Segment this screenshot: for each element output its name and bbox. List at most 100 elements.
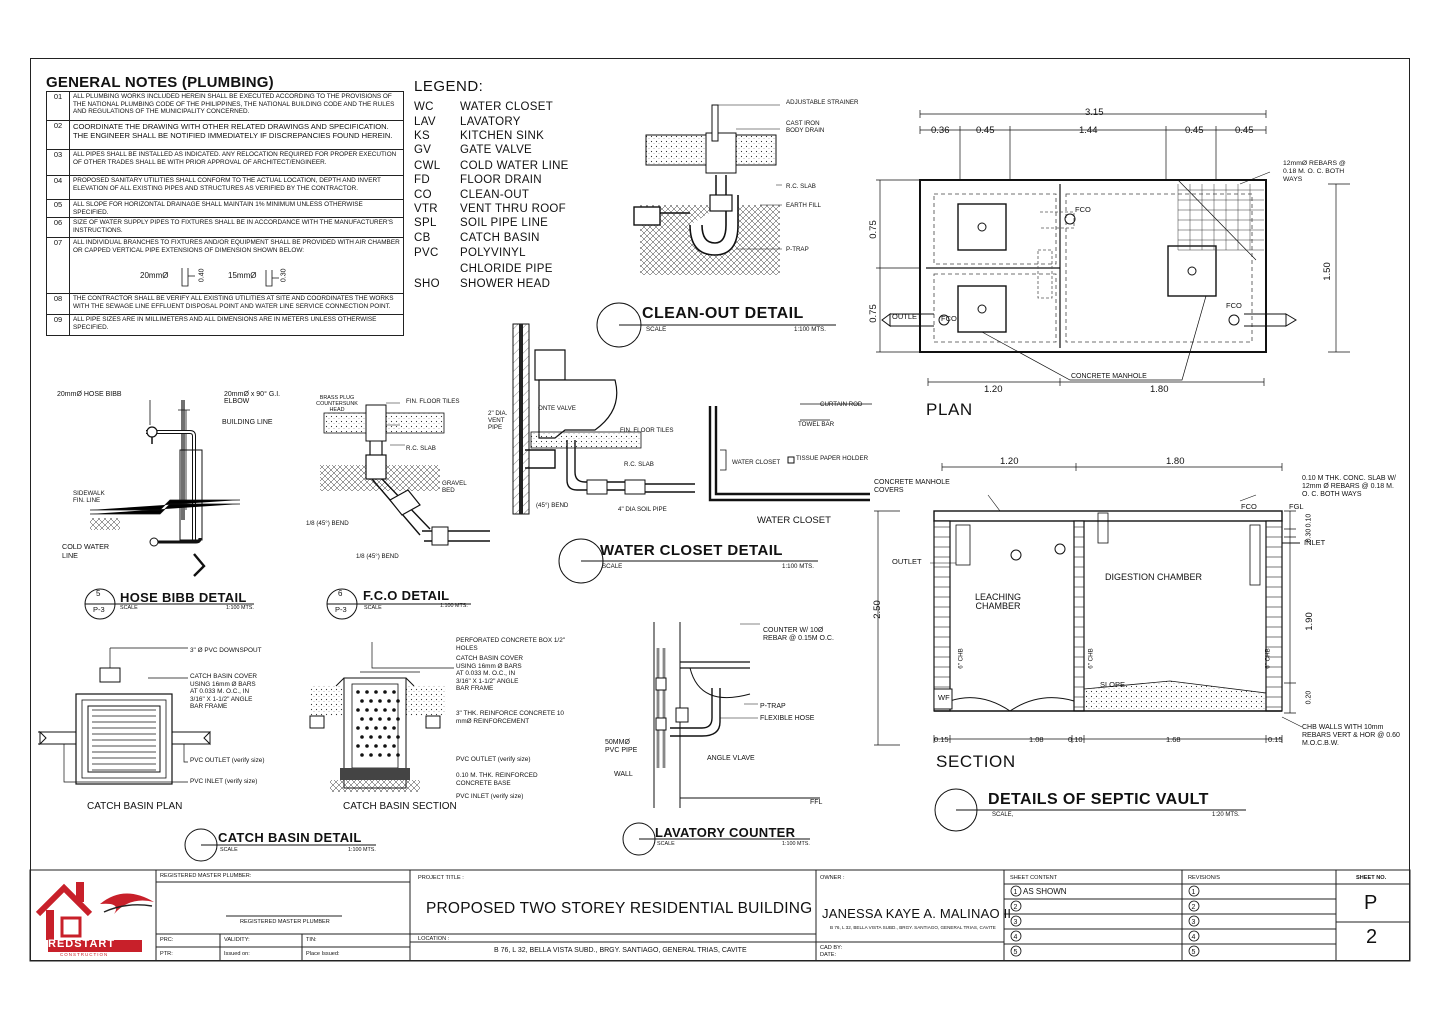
place-issued-label: Place Issued:: [306, 951, 340, 957]
svg-text:1: 1: [1014, 889, 1018, 896]
cleanout-scale: 1:100 MTS.: [794, 326, 826, 333]
lav-title: LAVATORY COUNTER: [655, 825, 796, 840]
cleanout-strainer-label: ADJUSTABLE STRAINER: [786, 99, 859, 106]
ss-leach-label: LEACHING CHAMBER: [974, 592, 1021, 611]
ss-bottom-dim: 0.15: [934, 735, 949, 744]
chamber-b-size: 15mmØ: [228, 271, 257, 281]
septic-scale-label: SCALE,: [992, 812, 1014, 818]
sp-top-dim: 0.45: [1235, 125, 1254, 136]
fco-gravel-label: GRAVEL BED: [442, 480, 467, 494]
ss-top-dim: 1.80: [1166, 456, 1185, 467]
hose-bibb-scale: 1:100 MTS.: [226, 605, 254, 611]
svg-text:4: 4: [1014, 934, 1018, 941]
hose-bibb-scale-label: SCALE: [120, 605, 138, 611]
note-num: 07: [46, 237, 70, 295]
ss-right-dim: 0.20: [1305, 690, 1313, 705]
cb-downspout-label: 3" Ø PVC DOWNSPOUT: [190, 647, 262, 654]
wc-bend-label: (45°) BEND: [536, 502, 569, 509]
cleanout-trap-label: P-TRAP: [786, 246, 809, 253]
septic-title: DETAILS OF SEPTIC VAULT: [988, 791, 1209, 808]
note-num: 09: [46, 314, 70, 337]
cbs-base-label: 0.10 M. THK. REINFORCED CONCRETE BASE: [456, 772, 538, 787]
wc-title: WATER CLOSET DETAIL: [600, 542, 783, 559]
note-text: PROPOSED SANITARY UTILITIES SHALL CONFOR…: [69, 175, 404, 200]
hose-bibb-title: HOSE BIBB DETAIL: [120, 590, 247, 605]
sp-fco-label: FCO: [1075, 205, 1091, 214]
fco-sheet: P-3: [335, 605, 347, 614]
sp-top-dim: 1.44: [1079, 125, 1098, 136]
cad-by-label: CAD BY:: [820, 945, 843, 951]
sheet-number: 2: [1366, 926, 1378, 948]
cleanout-drawing: [633, 104, 782, 275]
sp-left-dim: 0.75: [867, 304, 879, 323]
general-notes-title: GENERAL NOTES (PLUMBING): [46, 74, 274, 91]
note-num: 05: [46, 198, 70, 219]
sheet-letter: P: [1364, 892, 1378, 914]
sp-manhole-label: CONCRETE MANHOLE: [1071, 373, 1147, 380]
revision-label: REVISION/S: [1188, 875, 1221, 881]
svg-text:5: 5: [1014, 949, 1018, 956]
lav-scale: 1:100 MTS.: [782, 841, 810, 847]
hose-elbow-label: 20mmØ x 90° G.I. ELBOW: [224, 391, 281, 405]
hose-cwl-label: COLD WATER LINE: [62, 542, 110, 560]
hose-bibb-num: 5: [96, 589, 101, 598]
note-text: SIZE OF WATER SUPPLY PIPES TO FIXTURES S…: [69, 217, 404, 239]
wc-tiles-label: FIN. FLOOR TILES: [620, 427, 674, 434]
wc-scale-label: SCALE: [602, 563, 623, 570]
note-text: COORDINATE THE DRAWING WITH OTHER RELATE…: [69, 120, 404, 150]
ss-slope-label: SLOPE: [1100, 680, 1126, 689]
chamber-a-size: 20mmØ: [140, 271, 169, 281]
note-text: ALL SLOPE FOR HORIZONTAL DRAINAGE SHALL …: [69, 198, 404, 219]
issued-on-label: Issued on:: [224, 951, 250, 957]
lav-valve-label: ANGLE VLAVE: [707, 755, 755, 762]
ss-fco-label: FCO: [1241, 502, 1257, 511]
prc-label: PRC:: [160, 937, 174, 943]
cbs-box-label: PERFORATED CONCRETE BOX 1/2" HOLES: [456, 637, 566, 652]
ss-outlet-label: OUTLET: [892, 557, 922, 566]
cb-outlet-label: PVC OUTLET (verify size): [190, 757, 265, 764]
lav-callout: [622, 822, 810, 856]
cb-section-caption: CATCH BASIN SECTION: [343, 801, 457, 812]
svg-text:4: 4: [1192, 934, 1196, 941]
ss-right-dim: 1.90: [1303, 612, 1315, 631]
sp-fco-label-2: FCO: [941, 314, 957, 323]
note-num: 06: [46, 217, 70, 239]
sheet-no-label: SHEET NO.: [1356, 875, 1387, 881]
septic-section-drawing: [874, 463, 1303, 746]
owner-name: JANESSA KAYE A. MALINAO II: [822, 906, 1012, 921]
tin-label: TIN:: [306, 937, 317, 943]
ss-right-dim: 0.10: [1305, 513, 1313, 528]
note-num: 03: [46, 149, 70, 176]
company-name: REDSTART: [48, 938, 116, 950]
sp-rebar-label: 12mmØ REBARS @ 0.18 M. O. C. BOTH WAYS: [1283, 160, 1346, 183]
septic-callout: [934, 788, 1246, 832]
ss-right-dim: 0.30: [1305, 528, 1313, 543]
fco-scale-label: SCALE: [364, 605, 382, 611]
cleanout-title: CLEAN-OUT DETAIL: [642, 305, 804, 322]
lavatory-drawing: [653, 622, 820, 808]
project-label: PROJECT TITLE :: [418, 875, 464, 881]
air-chamber-sketch: [181, 268, 279, 287]
hose-bibb-drawing: [90, 400, 240, 577]
svg-text:3: 3: [1192, 919, 1196, 926]
location-label: LOCATION :: [418, 936, 450, 942]
lav-counter-label: COUNTER W/ 10Ø REBAR @ 0.15M O.C.: [763, 627, 834, 642]
cb-title: CATCH BASIN DETAIL: [218, 830, 362, 845]
ss-bottom-dim: 1.68: [1166, 735, 1181, 744]
note-text: THE CONTRACTOR SHALL BE VERIFY ALL EXIST…: [69, 293, 404, 316]
svg-text:2: 2: [1192, 904, 1196, 911]
wc-scale: 1:100 MTS.: [782, 563, 814, 570]
note-num: 01: [46, 91, 70, 121]
cleanout-scale-label: SCALE: [646, 326, 667, 333]
hose-bldg-label: BUILDING LINE: [222, 419, 273, 426]
note-num: 04: [46, 175, 70, 200]
ptr-label: PTR:: [160, 951, 173, 957]
wc-elevation-drawing: [708, 403, 872, 502]
wc-curtain-label: CURTAIN ROD: [820, 401, 863, 408]
fco-slab-label: R.C. SLAB: [406, 445, 436, 452]
sp-top-dim: 0.45: [1185, 125, 1204, 136]
cleanout-slab-label: R.C. SLAB: [786, 183, 816, 190]
fco-bend2-label: 1/8 (45°) BEND: [356, 553, 399, 560]
